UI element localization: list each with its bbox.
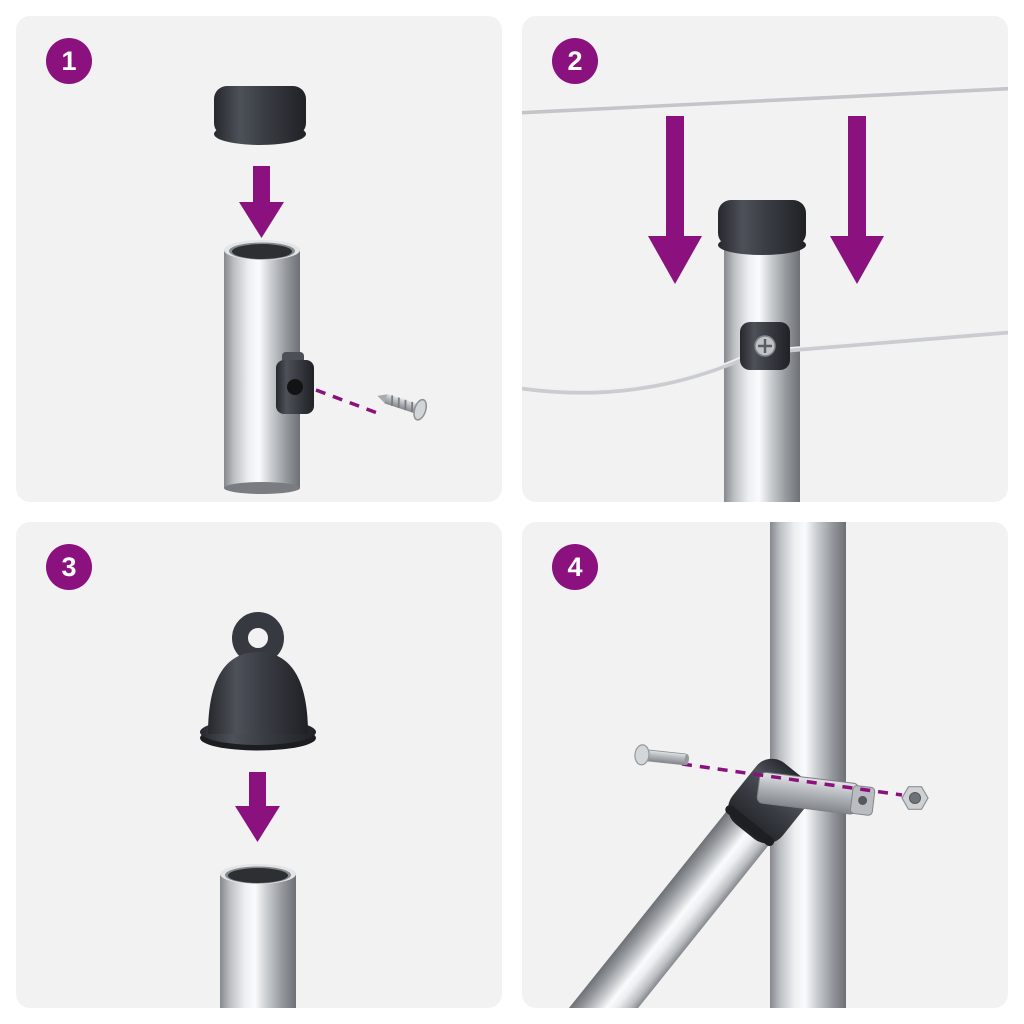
step-panel-3: 3: [16, 522, 502, 1008]
down-arrow-right-icon: [830, 116, 884, 284]
upper-wire: [522, 85, 1008, 115]
step-panel-4: 4: [522, 522, 1008, 1008]
step-1-number: 1: [61, 45, 77, 76]
bolt-alignment-dashed-line: [681, 762, 903, 797]
bolt: [634, 744, 689, 766]
clamp-band: [756, 771, 876, 816]
screw-alignment-dashed-line: [315, 388, 381, 416]
step-panel-1: 1: [16, 16, 502, 502]
down-arrow-left-icon: [648, 116, 702, 284]
step-3-badge: 3: [46, 544, 92, 590]
wire-clamp: [740, 322, 790, 370]
step-2-number: 2: [567, 45, 583, 76]
step-2-illustration: [522, 85, 1008, 502]
step-4-badge: 4: [552, 544, 598, 590]
step-2-badge: 2: [552, 38, 598, 84]
nut: [901, 786, 929, 810]
step-3-illustration: [200, 612, 316, 1008]
step-3-number: 3: [61, 551, 77, 582]
step-1-illustration: [214, 86, 428, 494]
tension-wire: [522, 329, 1008, 395]
step-1-badge: 1: [46, 38, 92, 84]
fence-post: [220, 864, 296, 1008]
down-arrow-icon: [239, 166, 284, 238]
step-panel-2: 2: [522, 16, 1008, 502]
screw-clamp: [276, 352, 314, 414]
screw: [377, 393, 428, 421]
eye-cap: [200, 612, 316, 751]
post-cap: [214, 86, 306, 145]
fence-post-with-cap: [718, 200, 806, 502]
down-arrow-icon: [235, 772, 280, 842]
step-4-illustration: [557, 522, 929, 1008]
step-4-number: 4: [567, 551, 583, 582]
